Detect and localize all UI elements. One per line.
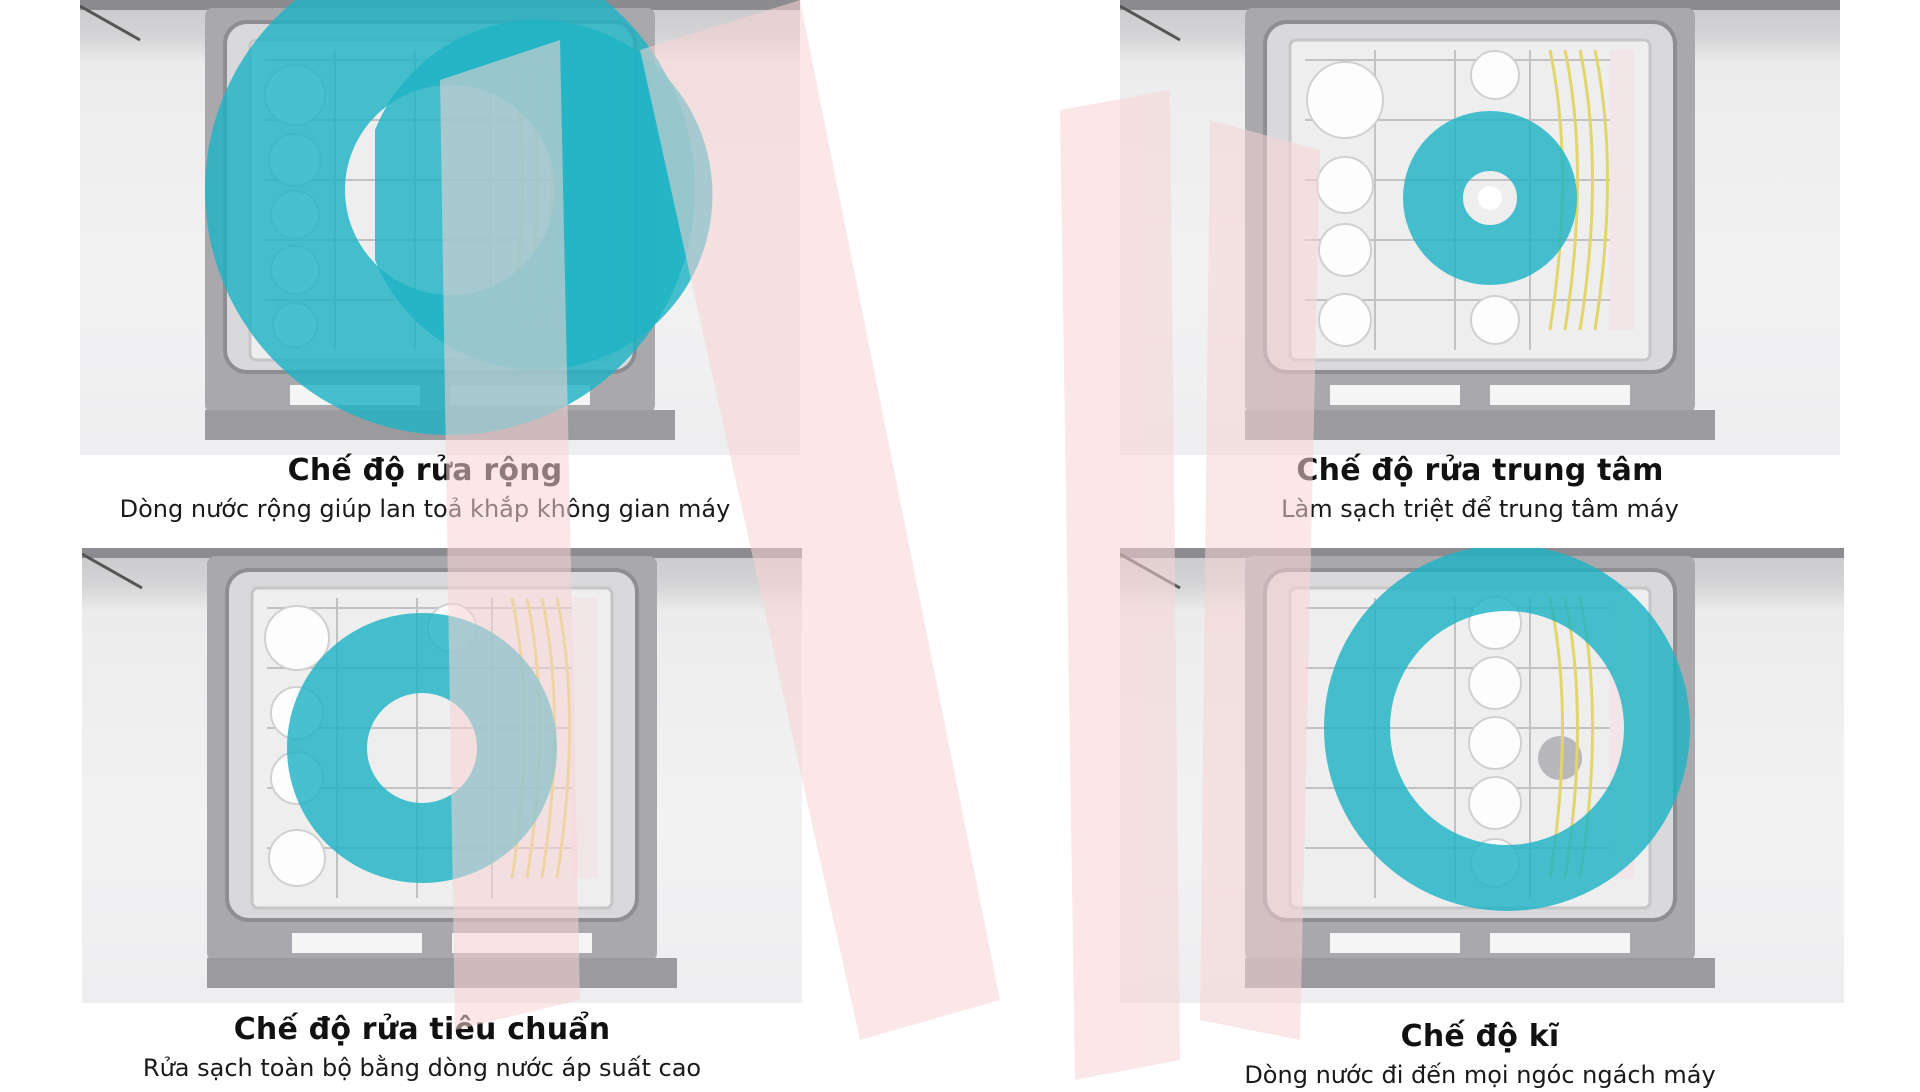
- panel-title: Chế độ rửa trung tâm: [1296, 453, 1664, 488]
- panel-description: Làm sạch triệt để trung tâm máy: [1281, 495, 1679, 523]
- dishwasher-photo-center: [1120, 0, 1840, 455]
- panel-title: Chế độ rửa rộng: [287, 453, 563, 488]
- dishwasher-photo-standard: [82, 548, 802, 1003]
- panel-description: Dòng nước rộng giúp lan toả khắp không g…: [119, 495, 731, 523]
- dishwasher-photo-thorough: [1120, 548, 1844, 1003]
- spray-pattern-center: [1403, 111, 1577, 285]
- panel-description: Rửa sạch toàn bộ bằng dòng nước áp suất …: [142, 1054, 702, 1082]
- dishwasher-photo-wide: [80, 0, 800, 455]
- panel-title: Chế độ rửa tiêu chuẩn: [233, 1012, 611, 1047]
- panel-title: Chế độ kĩ: [1400, 1019, 1560, 1054]
- panel-description: Dòng nước đi đến mọi ngóc ngách máy: [1244, 1061, 1716, 1089]
- spray-pattern-thorough: [1324, 548, 1690, 911]
